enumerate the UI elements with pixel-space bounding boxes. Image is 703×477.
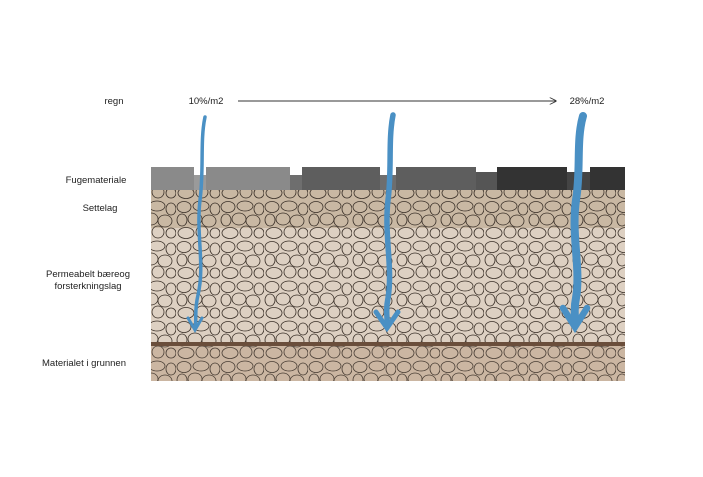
joint-material-label: Fugemateriale (65, 175, 127, 186)
arrowhead-icon (373, 309, 401, 333)
rain-label: regn (104, 96, 124, 107)
paver-row (151, 167, 625, 190)
bedding-layer-label: Settelag (82, 203, 118, 214)
arrowhead-icon (186, 316, 204, 333)
base-layer-label-line1: Permeabelt bæreog (46, 269, 130, 280)
subgrade-layer (151, 342, 625, 381)
end-rate-label: 28%/m2 (569, 96, 605, 107)
water-flow-icon (383, 112, 396, 329)
arrowhead-icon (559, 304, 591, 334)
start-rate-label: 10%/m2 (188, 96, 224, 107)
subgrade-label: Materialet i grunnen (42, 358, 126, 369)
base-layer-label-line2: forsterkningslag (54, 281, 122, 292)
water-flow-icon (570, 112, 587, 328)
water-flow-icon (193, 115, 207, 330)
